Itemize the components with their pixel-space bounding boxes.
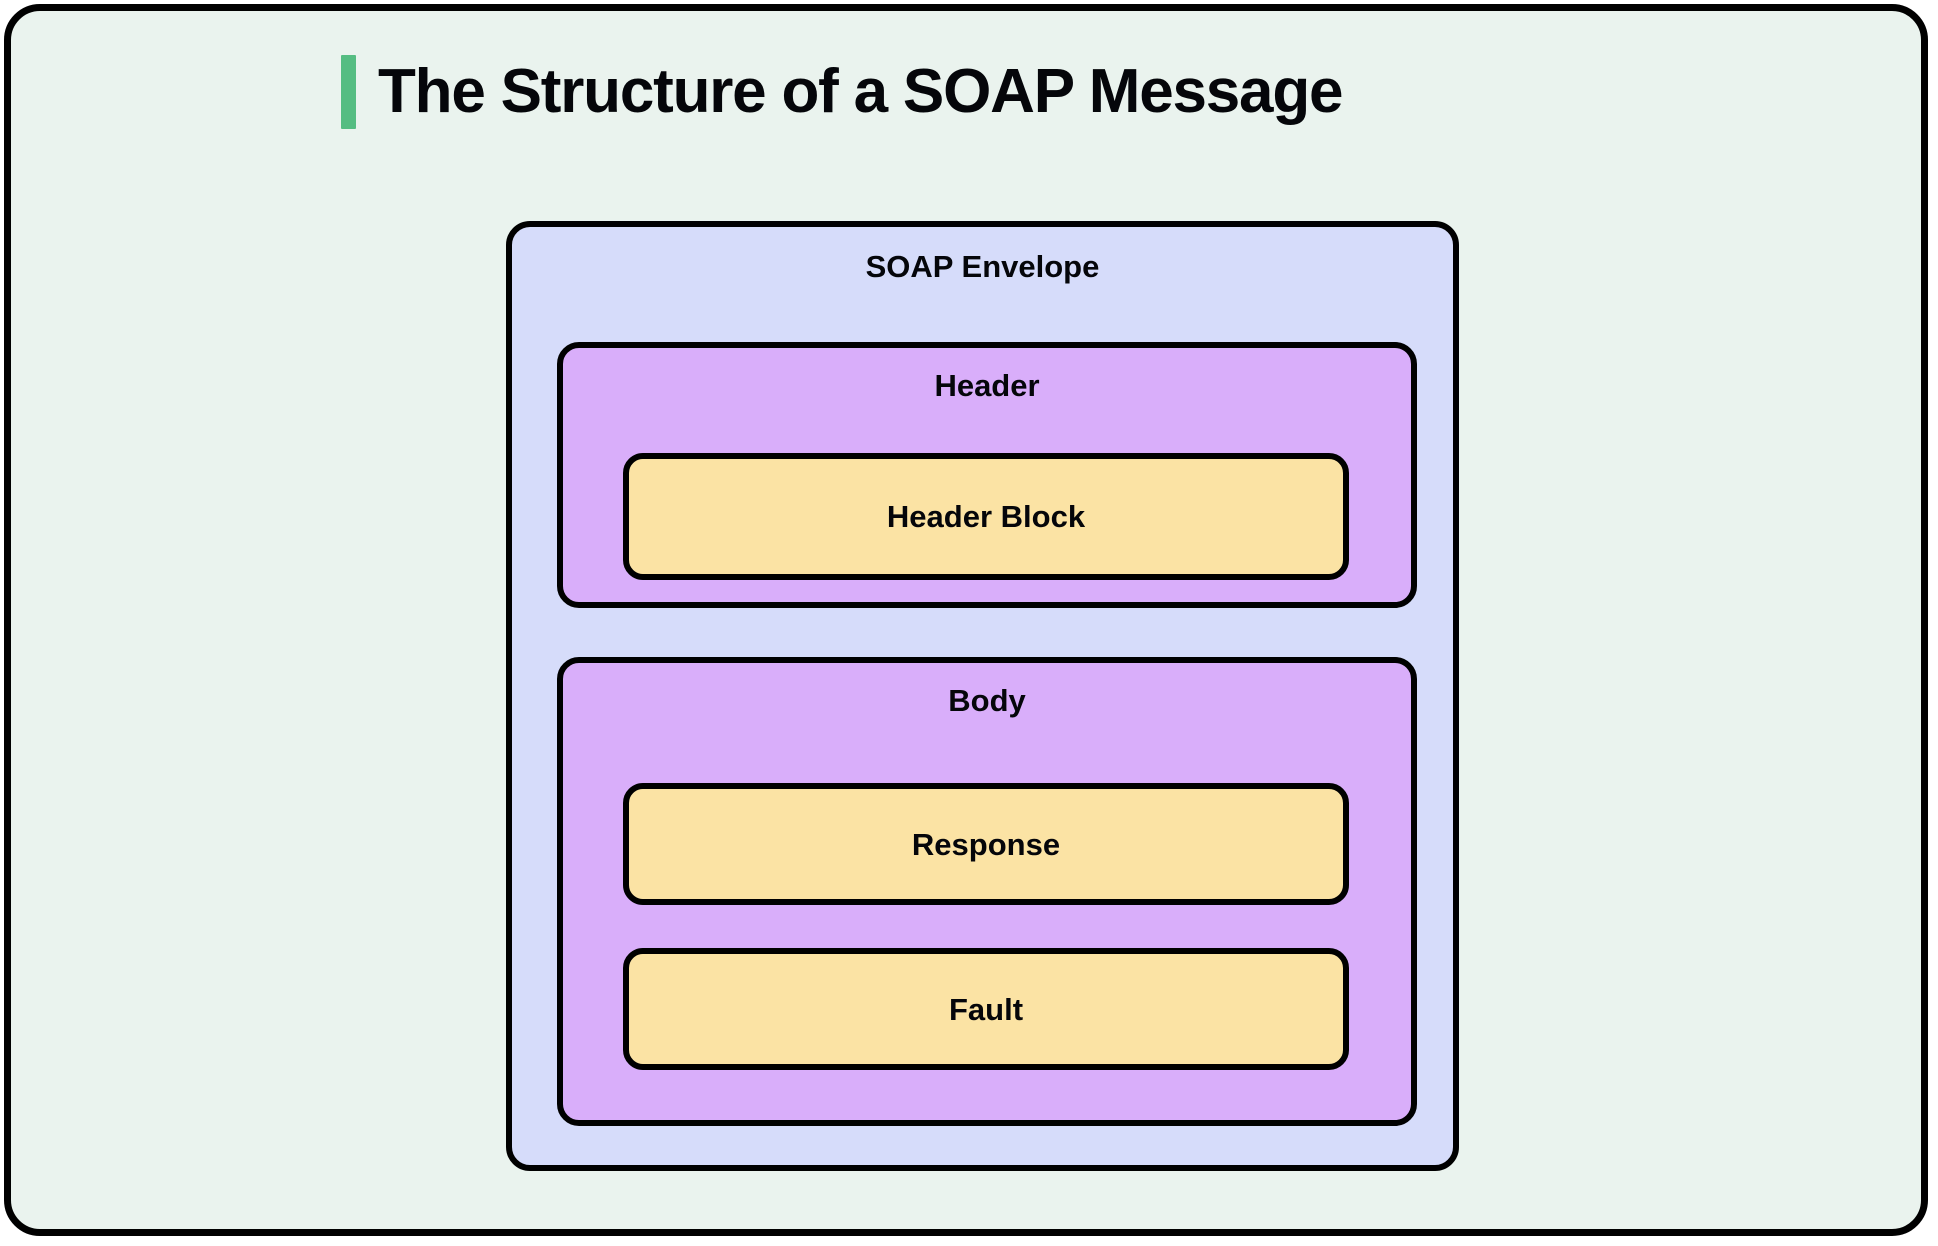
page-title-text: The Structure of a SOAP Message xyxy=(378,57,1343,126)
title-accent-bar xyxy=(341,55,356,129)
body-section-label: Body xyxy=(948,683,1026,718)
soap-envelope-box: SOAP Envelope Header Header Block Body R… xyxy=(506,221,1459,1171)
response-block-box: Response xyxy=(623,783,1349,905)
header-block-label: Header Block xyxy=(886,499,1086,534)
fault-block-box: Fault xyxy=(623,948,1349,1070)
page-frame: The Structure of a SOAP Message SOAP Env… xyxy=(4,4,1928,1236)
soap-envelope-label: SOAP Envelope xyxy=(865,249,1100,284)
response-block-label: Response xyxy=(911,826,1061,862)
header-section-label: Header xyxy=(934,368,1040,403)
fault-block-label: Fault xyxy=(948,991,1024,1027)
body-section-box: Body Response Fault xyxy=(557,657,1417,1126)
page-title: The Structure of a SOAP Message xyxy=(341,49,1343,135)
header-section-box: Header Header Block xyxy=(557,342,1417,608)
header-block-box: Header Block xyxy=(623,453,1349,580)
